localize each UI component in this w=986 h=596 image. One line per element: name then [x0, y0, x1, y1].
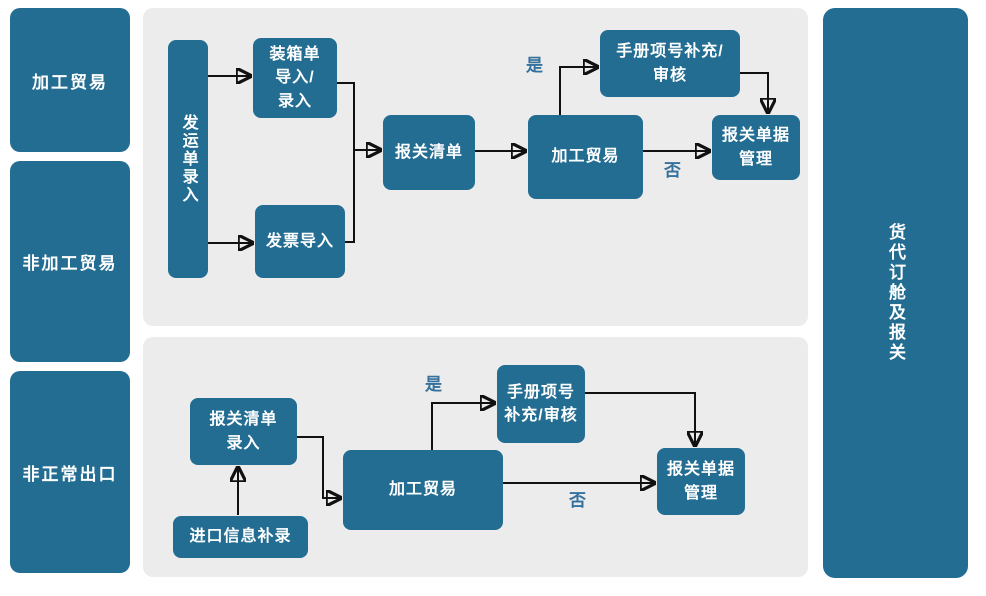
lane-processing-trade: 加工贸易 — [10, 8, 130, 152]
lane-non-processing-trade: 非加工贸易 — [10, 161, 130, 362]
branch-label-yes-bottom: 是 — [425, 375, 442, 394]
node-manual-item-supplement-bottom: 手册项号 补充/审核 — [497, 365, 585, 443]
node-invoice-import: 发票导入 — [255, 205, 345, 278]
node-processing-trade-bottom: 加工贸易 — [343, 450, 503, 530]
branch-label-no-bottom: 否 — [569, 491, 586, 510]
branch-label-yes-top: 是 — [526, 56, 543, 75]
node-customs-doc-mgmt-top: 报关单据 管理 — [712, 115, 800, 180]
lane-abnormal-export: 非正常出口 — [10, 371, 130, 573]
node-manual-item-supplement-top: 手册项号补充/ 审核 — [600, 30, 740, 97]
lane-freight-booking-customs: 货代订舱及报关 — [823, 8, 968, 578]
node-customs-doc-mgmt-bottom: 报关单据 管理 — [657, 448, 745, 515]
branch-label-no-top: 否 — [664, 161, 681, 180]
node-import-info-supplement: 进口信息补录 — [173, 516, 308, 558]
node-shipping-order-entry: 发运单录入 — [168, 40, 208, 278]
node-customs-list-entry: 报关清单 录入 — [190, 398, 297, 465]
node-customs-list: 报关清单 — [383, 115, 475, 190]
node-processing-trade-top: 加工贸易 — [528, 115, 643, 199]
node-packing-list-import: 装箱单 导入/ 录入 — [253, 38, 337, 118]
